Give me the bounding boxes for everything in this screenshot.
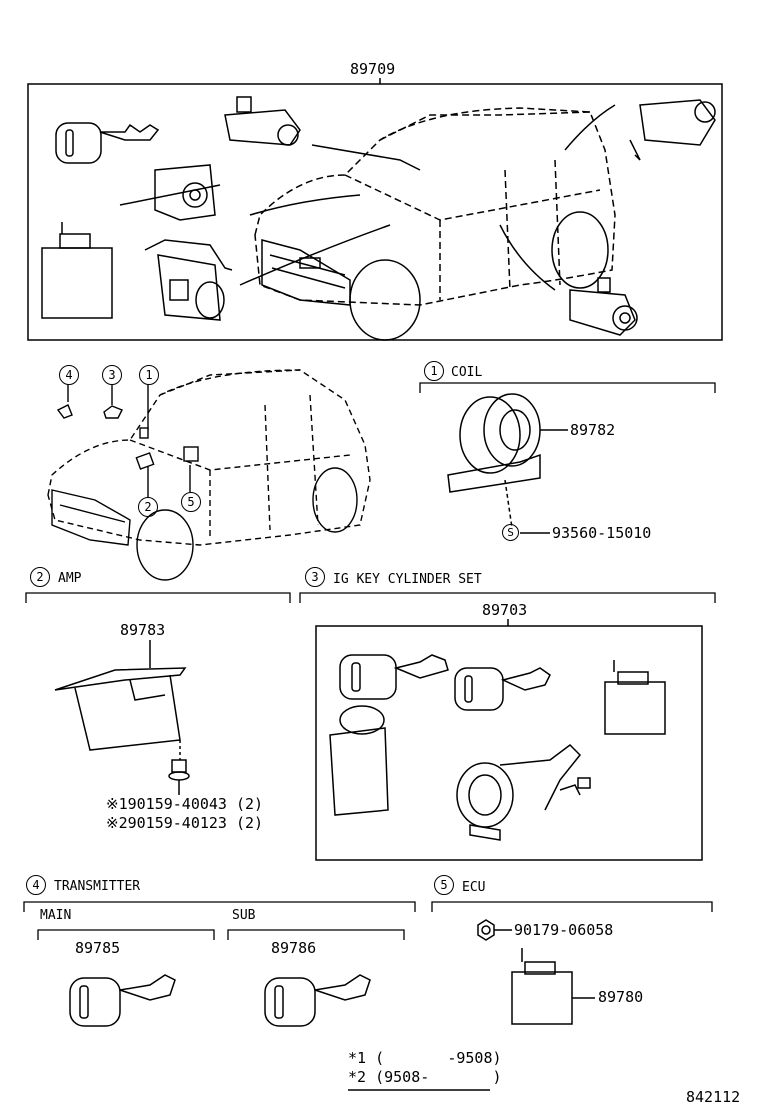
coil-index: 1	[424, 361, 444, 381]
legend-line-1: *1 ( -9508)	[348, 1049, 502, 1067]
ig-key-part-number: 89703	[482, 601, 528, 619]
amp-index: 2	[30, 567, 50, 587]
ig-key-title: IG KEY CYLINDER SET	[333, 572, 482, 587]
callout-2: 2	[138, 497, 158, 517]
ig-key-index: 3	[305, 567, 325, 587]
top-group-part-number: 89709	[350, 60, 396, 78]
callout-3: 3	[102, 365, 122, 385]
transmitter-main-label: MAIN	[40, 908, 72, 923]
amp-part-number: 89783	[120, 621, 166, 639]
coil-illustration	[447, 393, 568, 534]
car-top-illustration	[254, 107, 616, 306]
ecu-part-number: 89780	[598, 988, 644, 1006]
coil-screw-number: 93560-15010	[552, 524, 652, 542]
transmitter-illustration	[69, 974, 371, 1027]
ecu-index: 5	[434, 875, 454, 895]
amp-title: AMP	[58, 571, 82, 586]
callout-1: 1	[139, 365, 159, 385]
ig-key-frame	[315, 625, 703, 861]
screw-mark: S	[502, 524, 519, 541]
callout-5: 5	[181, 492, 201, 512]
callout-4: 4	[59, 365, 79, 385]
transmitter-index: 4	[26, 875, 46, 895]
ecu-title: ECU	[462, 880, 486, 895]
ecu-nut-number: 90179-06058	[514, 921, 614, 939]
car-small-illustration	[47, 369, 371, 581]
amp-illustration	[54, 640, 190, 795]
coil-part-number: 89782	[570, 421, 616, 439]
transmitter-sub-label: SUB	[232, 908, 256, 923]
diagram-id: 842112	[686, 1088, 741, 1106]
coil-title: COIL	[451, 365, 483, 380]
top-group-frame	[27, 83, 723, 341]
ecu-illustration	[477, 919, 595, 1025]
transmitter-sub-part: 89786	[271, 939, 317, 957]
transmitter-main-part: 89785	[75, 939, 121, 957]
amp-note-1: ※190159-40043 (2)	[106, 795, 264, 813]
legend-line-2: *2 (9508- )	[348, 1068, 502, 1086]
transmitter-title: TRANSMITTER	[54, 879, 141, 894]
amp-note-2: ※290159-40123 (2)	[106, 814, 264, 832]
ig-key-illustration	[315, 619, 703, 861]
